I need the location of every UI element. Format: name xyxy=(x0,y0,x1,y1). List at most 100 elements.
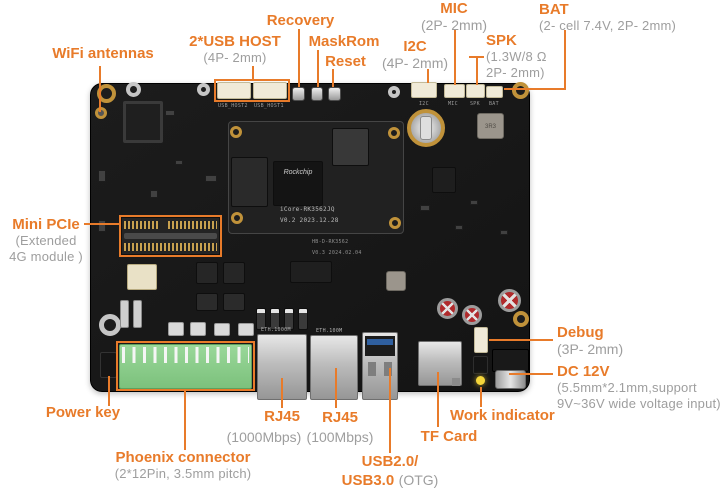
label-maskrom-title: MaskRom xyxy=(308,33,380,50)
label-tf-card-title: TF Card xyxy=(420,428,478,445)
leader-bat-line-vertical xyxy=(564,30,566,90)
white-cap-3 xyxy=(214,323,230,336)
dc-jack-body xyxy=(492,349,529,372)
maskrom-button xyxy=(311,87,323,101)
rtc-battery-clip xyxy=(420,116,432,140)
label-phoenix-caption: (2*12Pin, 3.5mm pitch) xyxy=(114,466,252,481)
label-mini-pcie: Mini PCIe (Extended 4G module ) xyxy=(2,216,90,265)
mosfet-1 xyxy=(196,293,218,311)
module-screw-hole-tl xyxy=(230,126,242,138)
electrolytic-cap-3 xyxy=(498,289,521,312)
label-rj45-1000-caption: (1000Mbps) xyxy=(224,429,304,445)
i2c-connector xyxy=(411,82,437,98)
label-work-indicator: Work indicator xyxy=(450,407,555,424)
label-bat-caption: (2- cell 7.4V, 2P- 2mm) xyxy=(539,18,677,33)
label-reset: Reset xyxy=(317,53,374,70)
usb3-prong-1 xyxy=(368,362,376,376)
smd-component xyxy=(98,220,106,232)
mounting-hole-top-right xyxy=(512,82,529,99)
soic-chip-2 xyxy=(223,262,245,284)
leader-wifi-line xyxy=(99,66,101,112)
label-debug-caption: (3P- 2mm) xyxy=(557,341,624,357)
module-screw-hole-br xyxy=(389,217,401,229)
label-rj45-1000-title: RJ45 xyxy=(244,408,320,425)
inductor-z4 xyxy=(298,308,308,330)
standoff-top-2 xyxy=(197,83,210,96)
usb-host-connector-2 xyxy=(217,82,251,99)
smd-component xyxy=(470,200,478,205)
antenna-connector xyxy=(95,107,107,119)
spk-silkscreen: SPK xyxy=(470,101,480,107)
label-mini-pcie-caption-1: (Extended xyxy=(15,233,77,248)
leader-phoenix-line xyxy=(184,390,186,450)
smd-component xyxy=(150,190,158,198)
usb-host-highlight-box xyxy=(214,79,290,102)
label-i2c-caption: (4P- 2mm) xyxy=(381,55,449,71)
mic-connector xyxy=(444,84,465,98)
label-recovery: Recovery xyxy=(258,12,343,29)
label-rj45-100-title: RJ45 xyxy=(322,409,358,426)
pcb-silkscreen-line1: HB-D-RK3562 xyxy=(312,239,349,245)
usb-host2-silkscreen: USB_HOST2 xyxy=(218,103,248,109)
leader-reset-line xyxy=(332,69,334,87)
electrolytic-cap-2 xyxy=(462,305,482,325)
leader-recovery-line xyxy=(298,29,300,87)
white-cap-1 xyxy=(168,322,184,336)
white-cap-2 xyxy=(190,322,206,336)
inductor-z2 xyxy=(270,308,280,330)
smd-component xyxy=(500,230,508,235)
mic-silkscreen: MIC xyxy=(448,101,458,107)
leader-bat-line-horizontal xyxy=(504,88,566,90)
leader-tf-card-line xyxy=(437,372,439,427)
soic-chip-1 xyxy=(196,262,218,284)
soic-chip-beige xyxy=(127,264,157,290)
inductor-z3 xyxy=(284,308,294,330)
mini-pcie-key-notch xyxy=(160,221,168,229)
label-usb-host: 2*USB HOST (4P- 2mm) xyxy=(175,33,295,66)
smd-component xyxy=(205,175,217,182)
ram-chip xyxy=(231,157,268,207)
label-dc12v-caption-1: (5.5mm*2.1mm,support xyxy=(557,380,697,395)
smd-component xyxy=(420,205,430,211)
label-i2c-title: I2C xyxy=(403,38,427,55)
mosfet-3 xyxy=(120,300,129,328)
label-recovery-title: Recovery xyxy=(266,12,335,29)
label-phoenix-title: Phoenix connector xyxy=(115,449,251,466)
label-usb-otg-caption: (OTG) xyxy=(398,472,439,488)
usb3-prong-2 xyxy=(384,362,392,376)
power-inductor-2 xyxy=(386,271,406,291)
power-inductor-3r3: 3R3 xyxy=(477,113,504,139)
label-rj45-100: RJ45 (100Mbps) xyxy=(301,409,379,445)
label-dc12v-caption-2: 9V~36V wide voltage input) xyxy=(557,396,720,411)
label-power-key: Power key xyxy=(43,404,123,421)
label-wifi-antennas-title: WiFi antennas xyxy=(52,45,154,62)
mini-pcie-pins-bottom xyxy=(124,243,217,251)
spk-connector xyxy=(466,84,485,98)
inductor-3r3-text: 3R3 xyxy=(484,124,496,130)
bat-connector xyxy=(486,86,503,98)
leader-spk-line xyxy=(476,57,478,85)
label-i2c: I2C (4P- 2mm) xyxy=(375,38,455,71)
smd-component xyxy=(98,170,106,182)
label-reset-title: Reset xyxy=(325,53,366,70)
label-power-key-title: Power key xyxy=(45,404,121,421)
label-dc12v-title: DC 12V xyxy=(557,363,610,380)
label-maskrom: MaskRom xyxy=(303,33,385,50)
label-usb-otg: USB2.0/ USB3.0 (OTG) xyxy=(331,453,449,490)
label-debug-title: Debug xyxy=(557,324,604,341)
usb3-tongue xyxy=(367,339,393,345)
usb-host1-silkscreen: USB_HOST1 xyxy=(254,103,284,109)
module-screw-hole-bl xyxy=(231,212,243,224)
rj45-port-100 xyxy=(310,335,358,400)
sop-chip-right xyxy=(432,167,456,193)
module-silkscreen-line2: V0.2 2023.12.28 xyxy=(280,217,339,224)
bat-silkscreen: BAT xyxy=(489,101,499,107)
tf-card-notch xyxy=(452,378,460,386)
electrolytic-cap-1 xyxy=(437,298,458,319)
label-mic-caption: (2P- 2mm) xyxy=(420,17,488,33)
recovery-button xyxy=(292,87,305,101)
phoenix-highlight-box xyxy=(116,341,255,391)
ssop-chip xyxy=(290,261,332,283)
module-silkscreen-line1: iCore-RK3562JQ xyxy=(280,206,335,213)
